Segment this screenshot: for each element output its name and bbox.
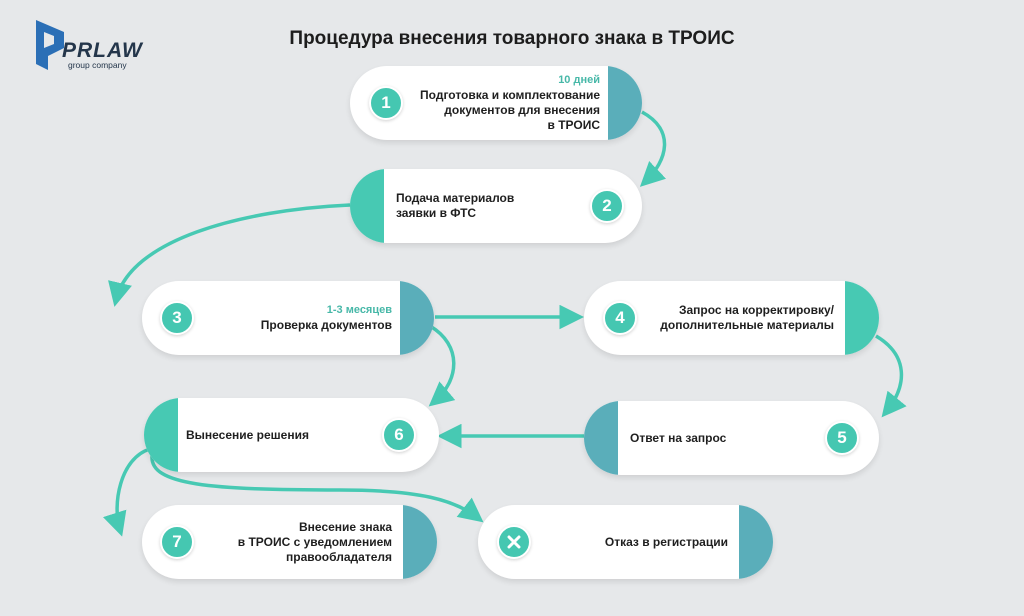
- logo-subtitle: group company: [68, 60, 127, 70]
- step-1-duration: 10 дней: [558, 74, 600, 86]
- step-2-line-2: заявки в ФТС: [396, 206, 477, 220]
- step-7-line-1: Внесение знака: [299, 519, 392, 534]
- step-3-text: 1-3 месяцев Проверка документов: [212, 281, 392, 355]
- step-5-badge: 5: [825, 421, 859, 455]
- step-3-duration: 1-3 месяцев: [326, 304, 392, 316]
- connector-6-x: [150, 455, 484, 523]
- step-3-badge: 3: [160, 301, 194, 335]
- step-1-line-1: Подготовка и комплектование: [420, 88, 600, 102]
- step-5-text: Ответ на запрос: [630, 401, 809, 475]
- connector-1-2: [639, 110, 667, 187]
- step-1-text: 10 дней Подготовка и комплектование доку…: [410, 66, 600, 140]
- logo: PRLAW group company: [34, 18, 154, 74]
- connector-3-6: [428, 324, 456, 407]
- step-2-badge: 2: [590, 189, 624, 223]
- step-7-text: Внесение знака в ТРОИС с уведомлением пр…: [212, 505, 392, 579]
- step-2-line-1: Подача материалов: [396, 191, 515, 205]
- step-7-badge: 7: [160, 525, 194, 559]
- step-4-line-1: Запрос на корректировку/: [678, 303, 834, 317]
- step-1-card: 10 дней Подготовка и комплектование доку…: [350, 66, 642, 140]
- step-3-line-1: Проверка документов: [260, 318, 392, 332]
- step-4-badge: 4: [603, 301, 637, 335]
- connector-6-7: [103, 447, 151, 537]
- step-4-text: Запрос на корректировку/ дополнительные …: [654, 281, 834, 355]
- step-1-badge: 1: [369, 86, 403, 120]
- step-7-line-2: в ТРОИС с уведомлением: [237, 534, 392, 549]
- connector-4-5: [875, 334, 907, 418]
- step-6-text: Вынесение решения: [186, 398, 369, 472]
- step-2-text: Подача материалов заявки в ФТС: [396, 169, 572, 243]
- page-title: Процедура внесения товарного знака в ТРО…: [289, 28, 735, 49]
- refusal-text: Отказ в регистрации: [548, 505, 728, 579]
- step-4-line-2: дополнительные материалы: [660, 318, 834, 332]
- step-7-line-3: правообладателя: [285, 549, 392, 564]
- connector-2-3: [108, 203, 351, 307]
- step-5-line-1: Ответ на запрос: [630, 430, 727, 445]
- step-1-line-3: в ТРОИС: [547, 118, 600, 132]
- step-6-line-1: Вынесение решения: [186, 427, 309, 442]
- step-6-badge: 6: [382, 418, 416, 452]
- logo-wordmark: PRLAW: [62, 39, 143, 62]
- logo-mark-icon: [36, 20, 64, 70]
- step-2-card: Подача материалов заявки в ФТС: [350, 169, 642, 243]
- refusal-line-1: Отказ в регистрации: [604, 534, 728, 549]
- step-1-line-2: документов для внесения: [444, 103, 600, 117]
- x-icon: [497, 525, 531, 559]
